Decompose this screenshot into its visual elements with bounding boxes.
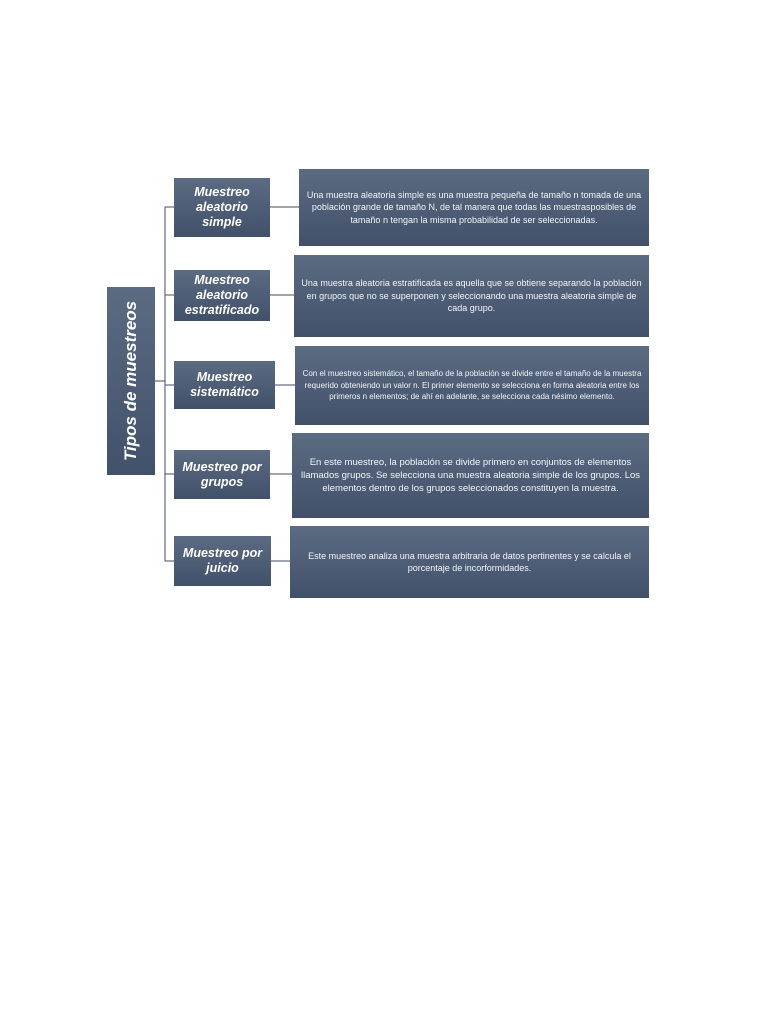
description-text: Con el muestreo sistemático, el tamaño d… [302,369,642,402]
category-node-1: Muestreo aleatorio simple [174,178,270,237]
category-node-3: Muestreo sistemático [174,361,275,409]
category-node-2: Muestreo aleatorio estratificado [174,270,270,321]
root-node: Tipos de muestreos [107,287,155,475]
description-text: Una muestra aleatoria estratificada es a… [301,278,642,314]
category-node-4: Muestreo por grupos [174,450,270,499]
category-node-5: Muestreo por juicio [174,536,271,586]
description-node-4: En este muestreo, la población se divide… [292,433,649,518]
category-label: Muestreo sistemático [190,370,259,399]
category-label: Muestreo por juicio [182,546,263,575]
root-title: Tipos de muestreos [121,300,141,462]
description-node-2: Una muestra aleatoria estratificada es a… [294,255,649,337]
description-text: En este muestreo, la población se divide… [300,457,641,494]
description-text: Una muestra aleatoria simple es una mues… [306,189,642,225]
description-node-1: Una muestra aleatoria simple es una mues… [299,169,649,246]
category-label: Muestreo por grupos [182,459,262,489]
description-node-5: Este muestreo analiza una muestra arbitr… [290,526,649,598]
description-text: Este muestreo analiza una muestra arbitr… [308,550,631,574]
category-label: Muestreo aleatorio simple [194,185,250,229]
description-node-3: Con el muestreo sistemático, el tamaño d… [295,346,649,425]
category-label: Muestreo aleatorio estratificado [184,273,260,317]
